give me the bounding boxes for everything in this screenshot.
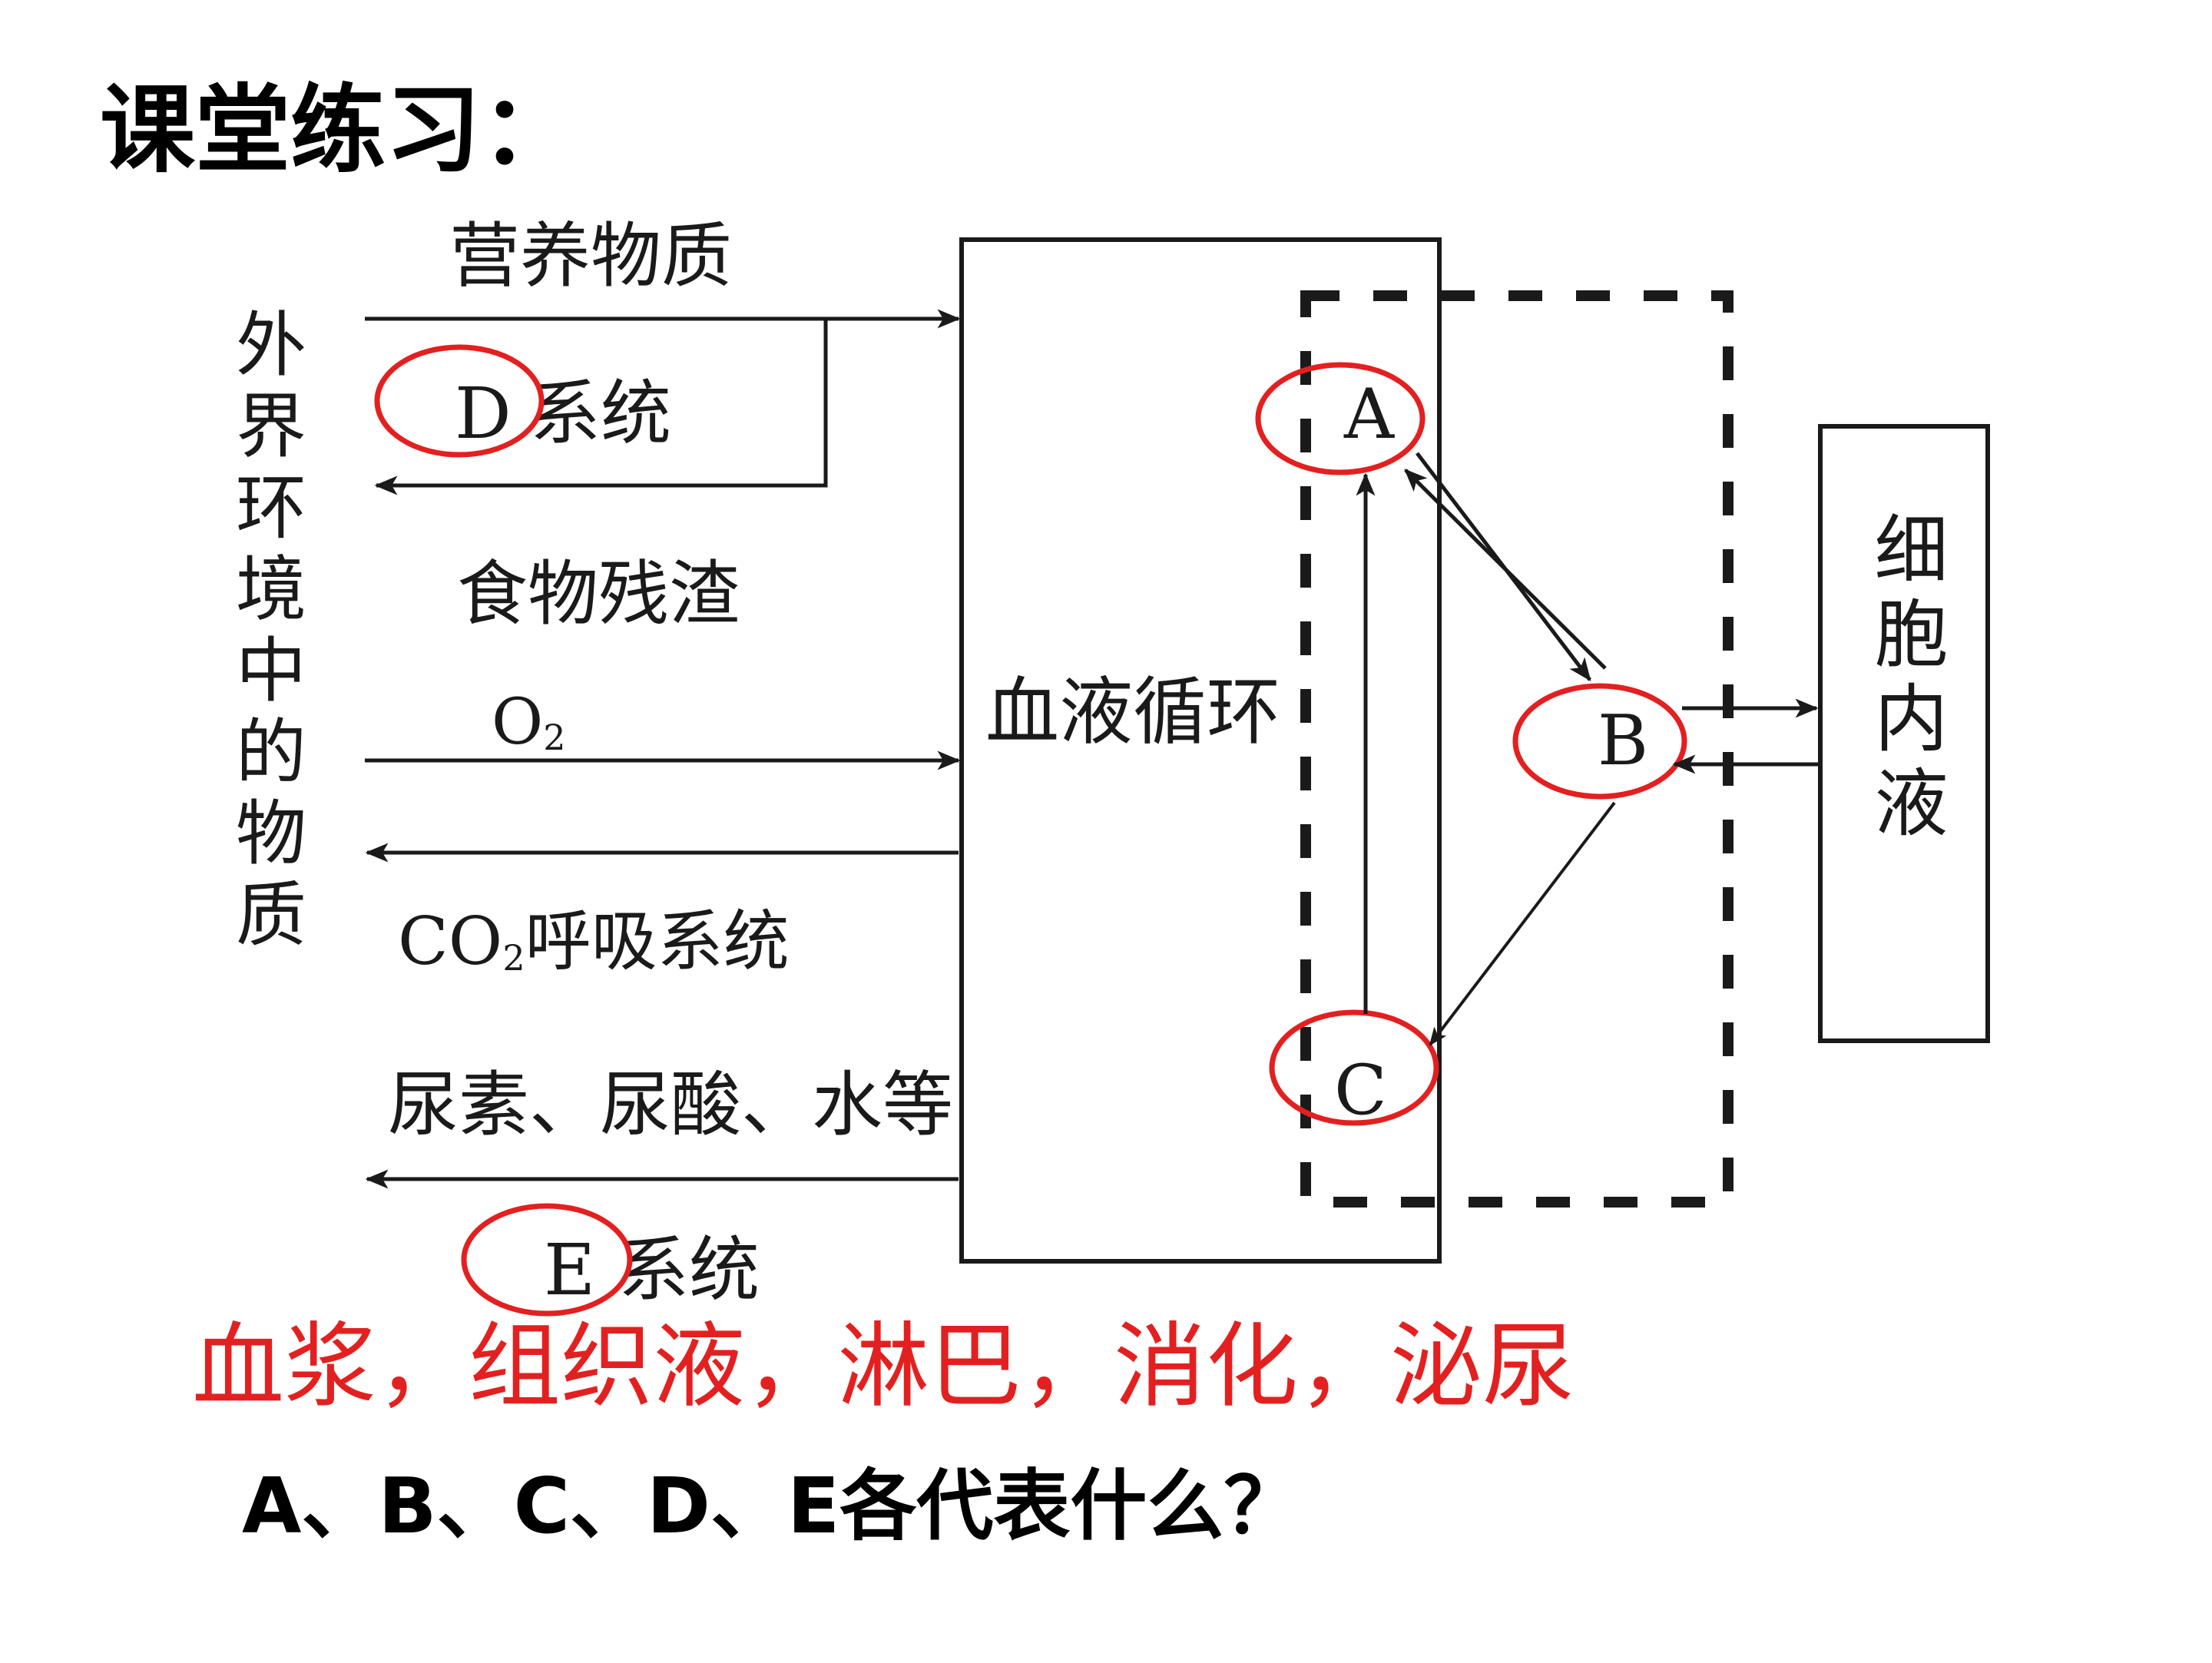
blood-circulation-box (959, 237, 1442, 1264)
node-a-highlight-circle (1255, 362, 1426, 475)
d-system-label: 系统 (530, 373, 671, 455)
page-title: 课堂练习： (100, 75, 576, 186)
d-letter: D (455, 373, 512, 455)
e-letter: E (544, 1229, 595, 1311)
e-highlight-circle (461, 1203, 633, 1317)
o2-label: O2 (492, 686, 566, 759)
node-c-highlight-circle (1269, 1009, 1439, 1126)
food-residue-label: 食物残渣 (457, 553, 740, 635)
node-b: B (1598, 701, 1648, 781)
answer-text: 血浆，组织液，淋巴，消化，泌尿 (192, 1314, 1575, 1420)
node-a: A (1343, 374, 1395, 455)
blood-circulation-label: 血液循环 (985, 669, 1280, 755)
external-environment-label: 外界环境中的物质 (224, 307, 306, 959)
nutrients-label: 营养物质 (449, 215, 732, 297)
internal-environment-dashed-box (1300, 290, 1734, 1207)
b-to-c-arrow (1429, 801, 1616, 1046)
urea-label: 尿素、尿酸、水等 (388, 1064, 953, 1146)
intracellular-fluid-label: 细胞内液 (1862, 511, 1948, 849)
node-b-highlight-circle (1512, 683, 1687, 800)
node-c: C (1334, 1050, 1387, 1131)
d-system-return-line (374, 319, 828, 495)
d-highlight-circle (374, 344, 545, 458)
e-system-label: 系统 (618, 1229, 760, 1311)
question-text: A、B、C、D、E各代表什么？ (242, 1461, 1300, 1551)
intracellular-fluid-box (1818, 424, 1990, 1043)
b-to-a-arrow (1404, 469, 1607, 670)
co2-label: CO2呼吸系统 (398, 903, 790, 980)
